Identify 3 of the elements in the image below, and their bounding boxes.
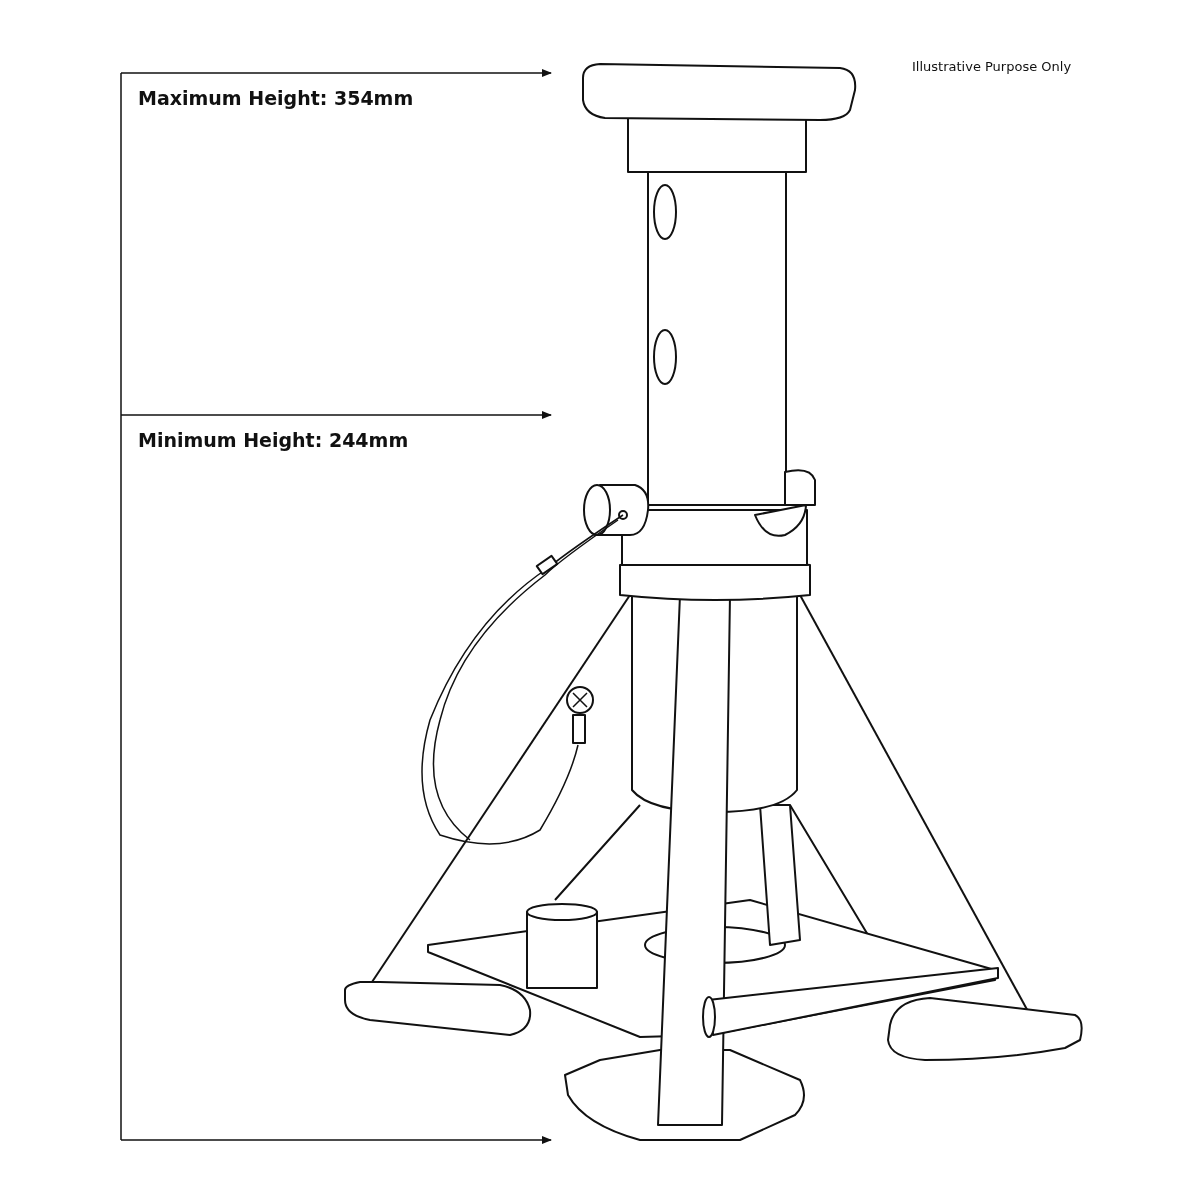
dimension-label: Minimum Height: 244mm	[138, 429, 409, 451]
disclaimer-note: Illustrative Purpose Only	[912, 59, 1072, 74]
dimension-label: Maximum Height: 354mm	[138, 87, 414, 109]
